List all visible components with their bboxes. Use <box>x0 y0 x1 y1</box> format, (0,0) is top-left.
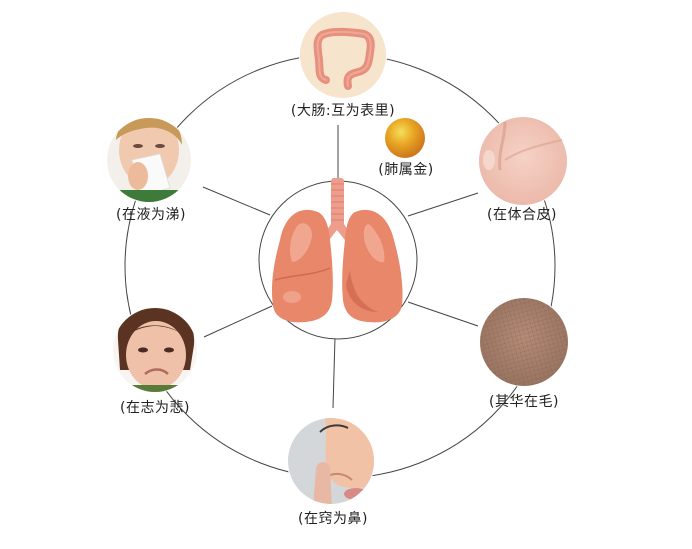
emotion-label: (在志为悲) <box>120 400 190 416</box>
child-blowing-nose-icon <box>107 118 191 202</box>
orifice-label: (在窍为鼻) <box>298 511 368 527</box>
nose-icon <box>288 418 374 504</box>
fluid-label: (在液为涕) <box>116 207 186 223</box>
skin-texture-icon <box>480 298 568 386</box>
smooth-skin-icon <box>479 117 567 205</box>
flourish-label: (其华在毛) <box>489 394 559 410</box>
element-label: (肺属金) <box>378 162 434 178</box>
crying-child-icon <box>113 308 197 392</box>
large-intestine-label: (大肠:互为表里) <box>290 103 396 119</box>
gold-ball-icon <box>385 118 425 158</box>
lungs-icon <box>271 178 403 323</box>
large-intestine-icon <box>300 12 386 98</box>
spokes <box>202 125 479 409</box>
body-label: (在体合皮) <box>487 207 557 223</box>
